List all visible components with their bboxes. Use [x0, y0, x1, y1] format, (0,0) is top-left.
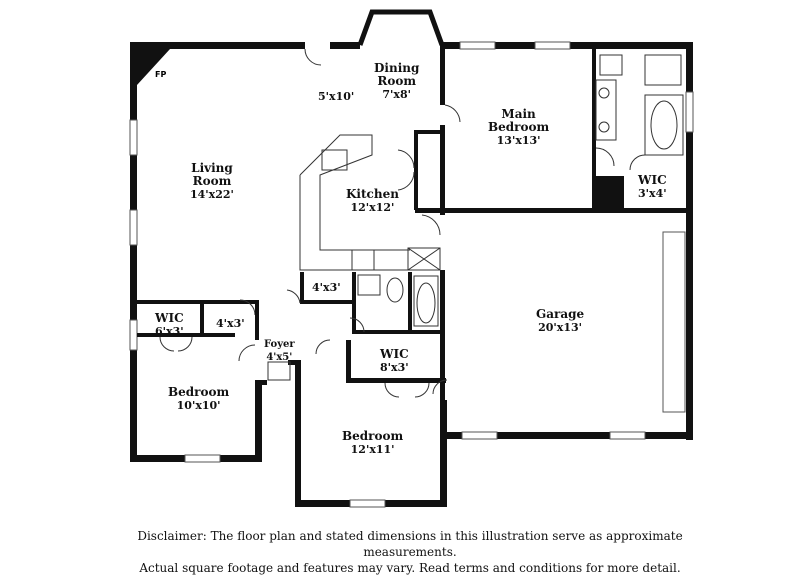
room-wic-mid-dims: 8'x3'	[380, 361, 409, 374]
disclaimer: Disclaimer: The floor plan and stated di…	[100, 528, 720, 576]
room-garage-dims: 20'x13'	[538, 321, 583, 334]
room-main-wic: WIC 3'x4'	[638, 173, 667, 201]
room-main-bedroom: Main Bedroom 13'x13'	[488, 107, 550, 148]
room-bedroom-left-dims: 10'x10'	[176, 399, 221, 412]
room-kitchen: Kitchen 12'x12'	[346, 187, 399, 215]
room-closet-4x3b-dims: 4'x3'	[216, 317, 245, 330]
room-main-bedroom-dims: 13'x13'	[496, 134, 541, 147]
room-garage: Garage 20'x13'	[536, 307, 585, 335]
room-bedroom-left-name: Bedroom	[168, 385, 230, 399]
room-main-wic-dims: 3'x4'	[638, 187, 667, 200]
room-garage-name: Garage	[536, 307, 585, 321]
room-main-wic-name: WIC	[638, 173, 667, 187]
room-dining: Dining Room 7'x8'	[374, 61, 420, 102]
fireplace-label: FP	[155, 70, 167, 79]
disclaimer-line-1: Disclaimer: The floor plan and stated di…	[137, 529, 683, 559]
room-wic-left: WIC 6'x3'	[155, 311, 184, 339]
room-kitchen-name: Kitchen	[346, 187, 399, 201]
room-foyer-name: Foyer	[264, 339, 295, 350]
room-closet-4x3: 4'x3'	[312, 281, 341, 294]
room-wic-mid: WIC 8'x3'	[380, 347, 409, 375]
disclaimer-line-2: Actual square footage and features may v…	[139, 561, 681, 575]
room-living: Living Room 14'x22'	[190, 161, 234, 202]
room-living-name: Living Room	[191, 161, 233, 188]
room-bedroom-mid-name: Bedroom	[342, 429, 404, 443]
room-bedroom-left: Bedroom 10'x10'	[168, 385, 230, 413]
room-wic-left-dims: 6'x3'	[155, 325, 184, 338]
room-kitchen-dims: 12'x12'	[350, 201, 395, 214]
room-dining-nook-dims: 5'x10'	[318, 90, 355, 103]
room-bedroom-mid: Bedroom 12'x11'	[342, 429, 404, 457]
room-dining-name: Dining Room	[374, 61, 420, 88]
room-foyer-dims: 4'x5'	[266, 352, 293, 363]
room-foyer: Foyer 4'x5'	[264, 338, 295, 364]
room-wic-mid-name: WIC	[380, 347, 409, 361]
room-closet-4x3b: 4'x3'	[216, 317, 245, 330]
room-bedroom-mid-dims: 12'x11'	[350, 443, 395, 456]
room-main-bedroom-name: Main Bedroom	[488, 107, 550, 134]
interior-lines	[137, 48, 684, 398]
windows	[129, 41, 694, 508]
room-living-dims: 14'x22'	[190, 188, 234, 201]
room-wic-left-name: WIC	[155, 311, 184, 325]
room-dining-dims: 7'x8'	[382, 88, 411, 101]
room-dining-nook: 5'x10'	[318, 90, 354, 103]
room-closet-4x3-dims: 4'x3'	[312, 281, 341, 294]
